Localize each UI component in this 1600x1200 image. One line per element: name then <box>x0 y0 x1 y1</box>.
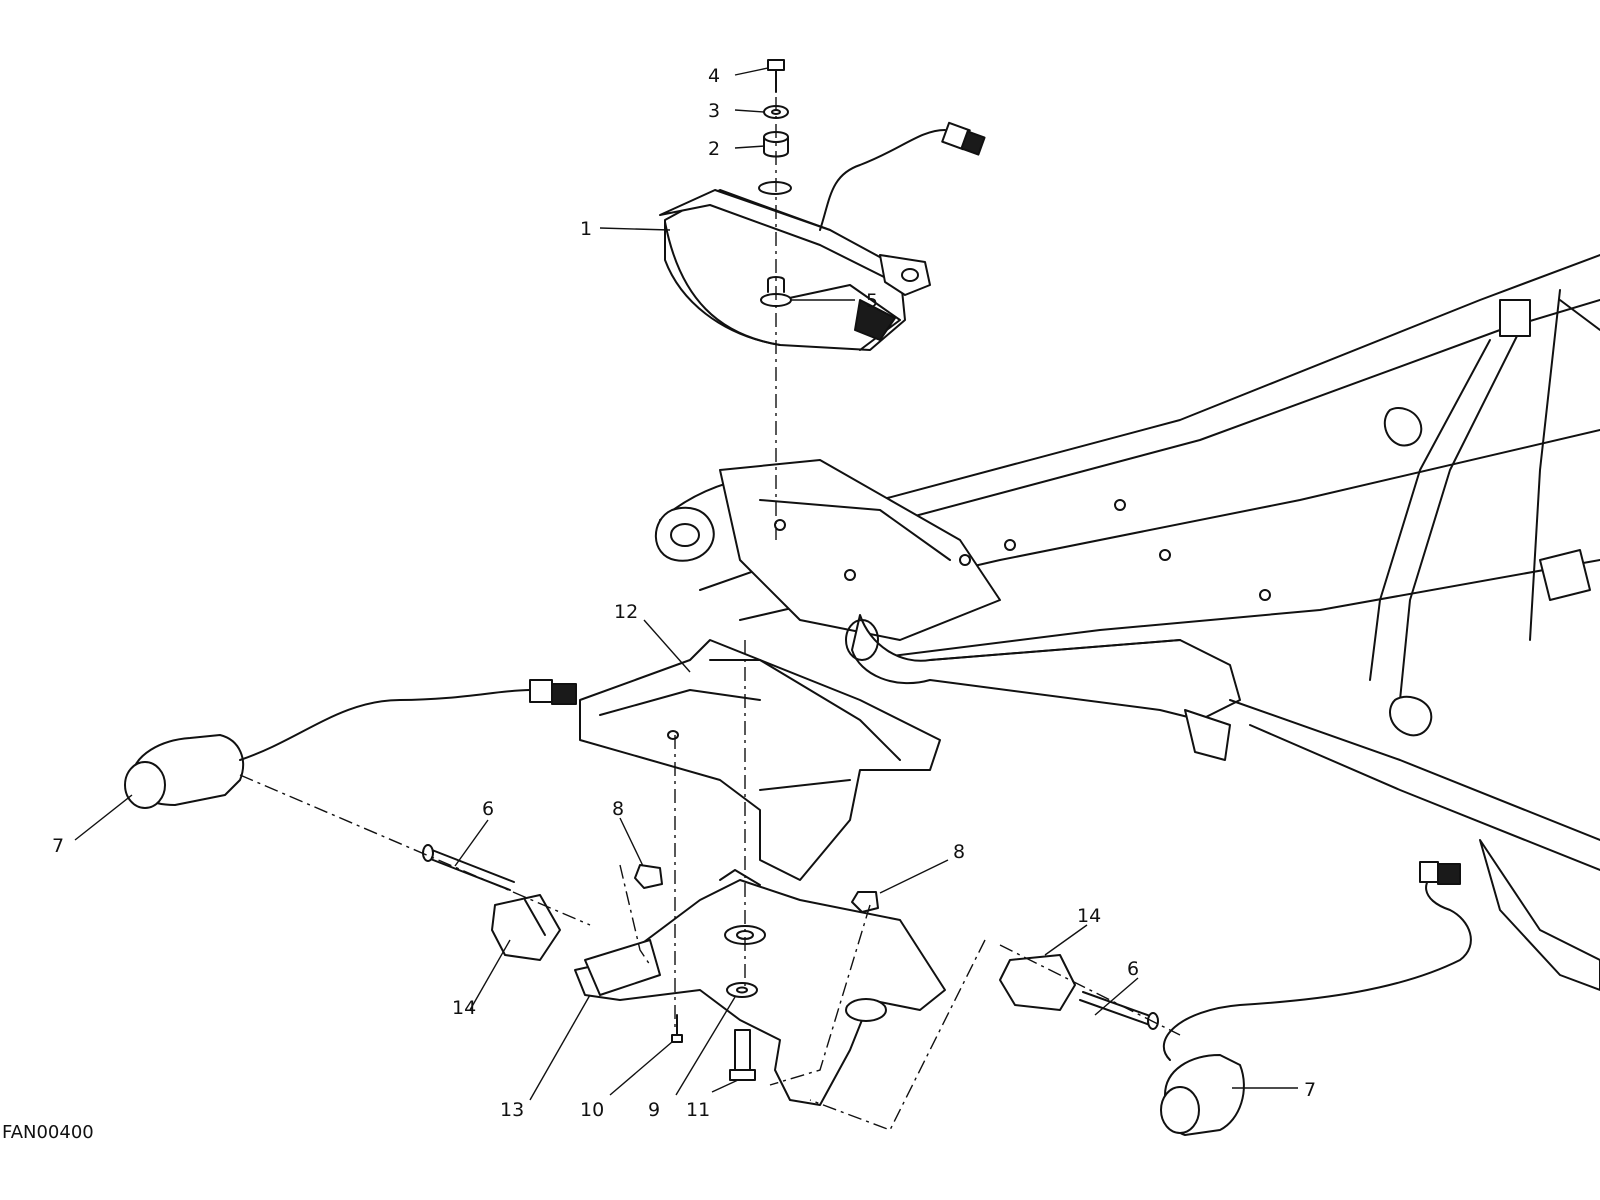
callout-5: 5 <box>866 290 878 312</box>
callout-11: 11 <box>686 1099 710 1121</box>
assembly-lines <box>239 70 1181 1131</box>
callout-10: 10 <box>580 1099 604 1121</box>
leader-lines <box>74 67 1298 1101</box>
callout-6-left: 6 <box>482 798 494 820</box>
callout-12: 12 <box>614 601 638 623</box>
callout-8-right: 8 <box>953 841 965 863</box>
callout-7-right: 7 <box>1304 1079 1316 1101</box>
tail-light <box>659 121 986 351</box>
callout-2: 2 <box>708 138 720 160</box>
plate-holder-bracket <box>579 639 941 881</box>
callout-4: 4 <box>708 65 720 87</box>
frame-subframe <box>654 254 1600 991</box>
callout-3: 3 <box>708 100 720 122</box>
callout-13: 13 <box>500 1099 524 1121</box>
turn-signal-right <box>999 861 1472 1136</box>
callout-1: 1 <box>580 218 592 240</box>
callout-8-left: 8 <box>612 798 624 820</box>
callout-14-left: 14 <box>452 997 476 1019</box>
sheet-code: FAN00400 <box>2 1122 94 1143</box>
turn-signal-mount <box>574 869 946 1106</box>
callout-6-right: 6 <box>1127 958 1139 980</box>
turn-signal-left <box>124 679 577 961</box>
callout-9: 9 <box>648 1099 660 1121</box>
callout-labels: 1 2 3 4 5 12 7 6 8 8 14 14 6 7 13 10 9 1… <box>52 65 1316 1121</box>
callout-7-left: 7 <box>52 835 64 857</box>
small-hardware <box>634 864 879 1081</box>
callout-14-right: 14 <box>1077 905 1101 927</box>
